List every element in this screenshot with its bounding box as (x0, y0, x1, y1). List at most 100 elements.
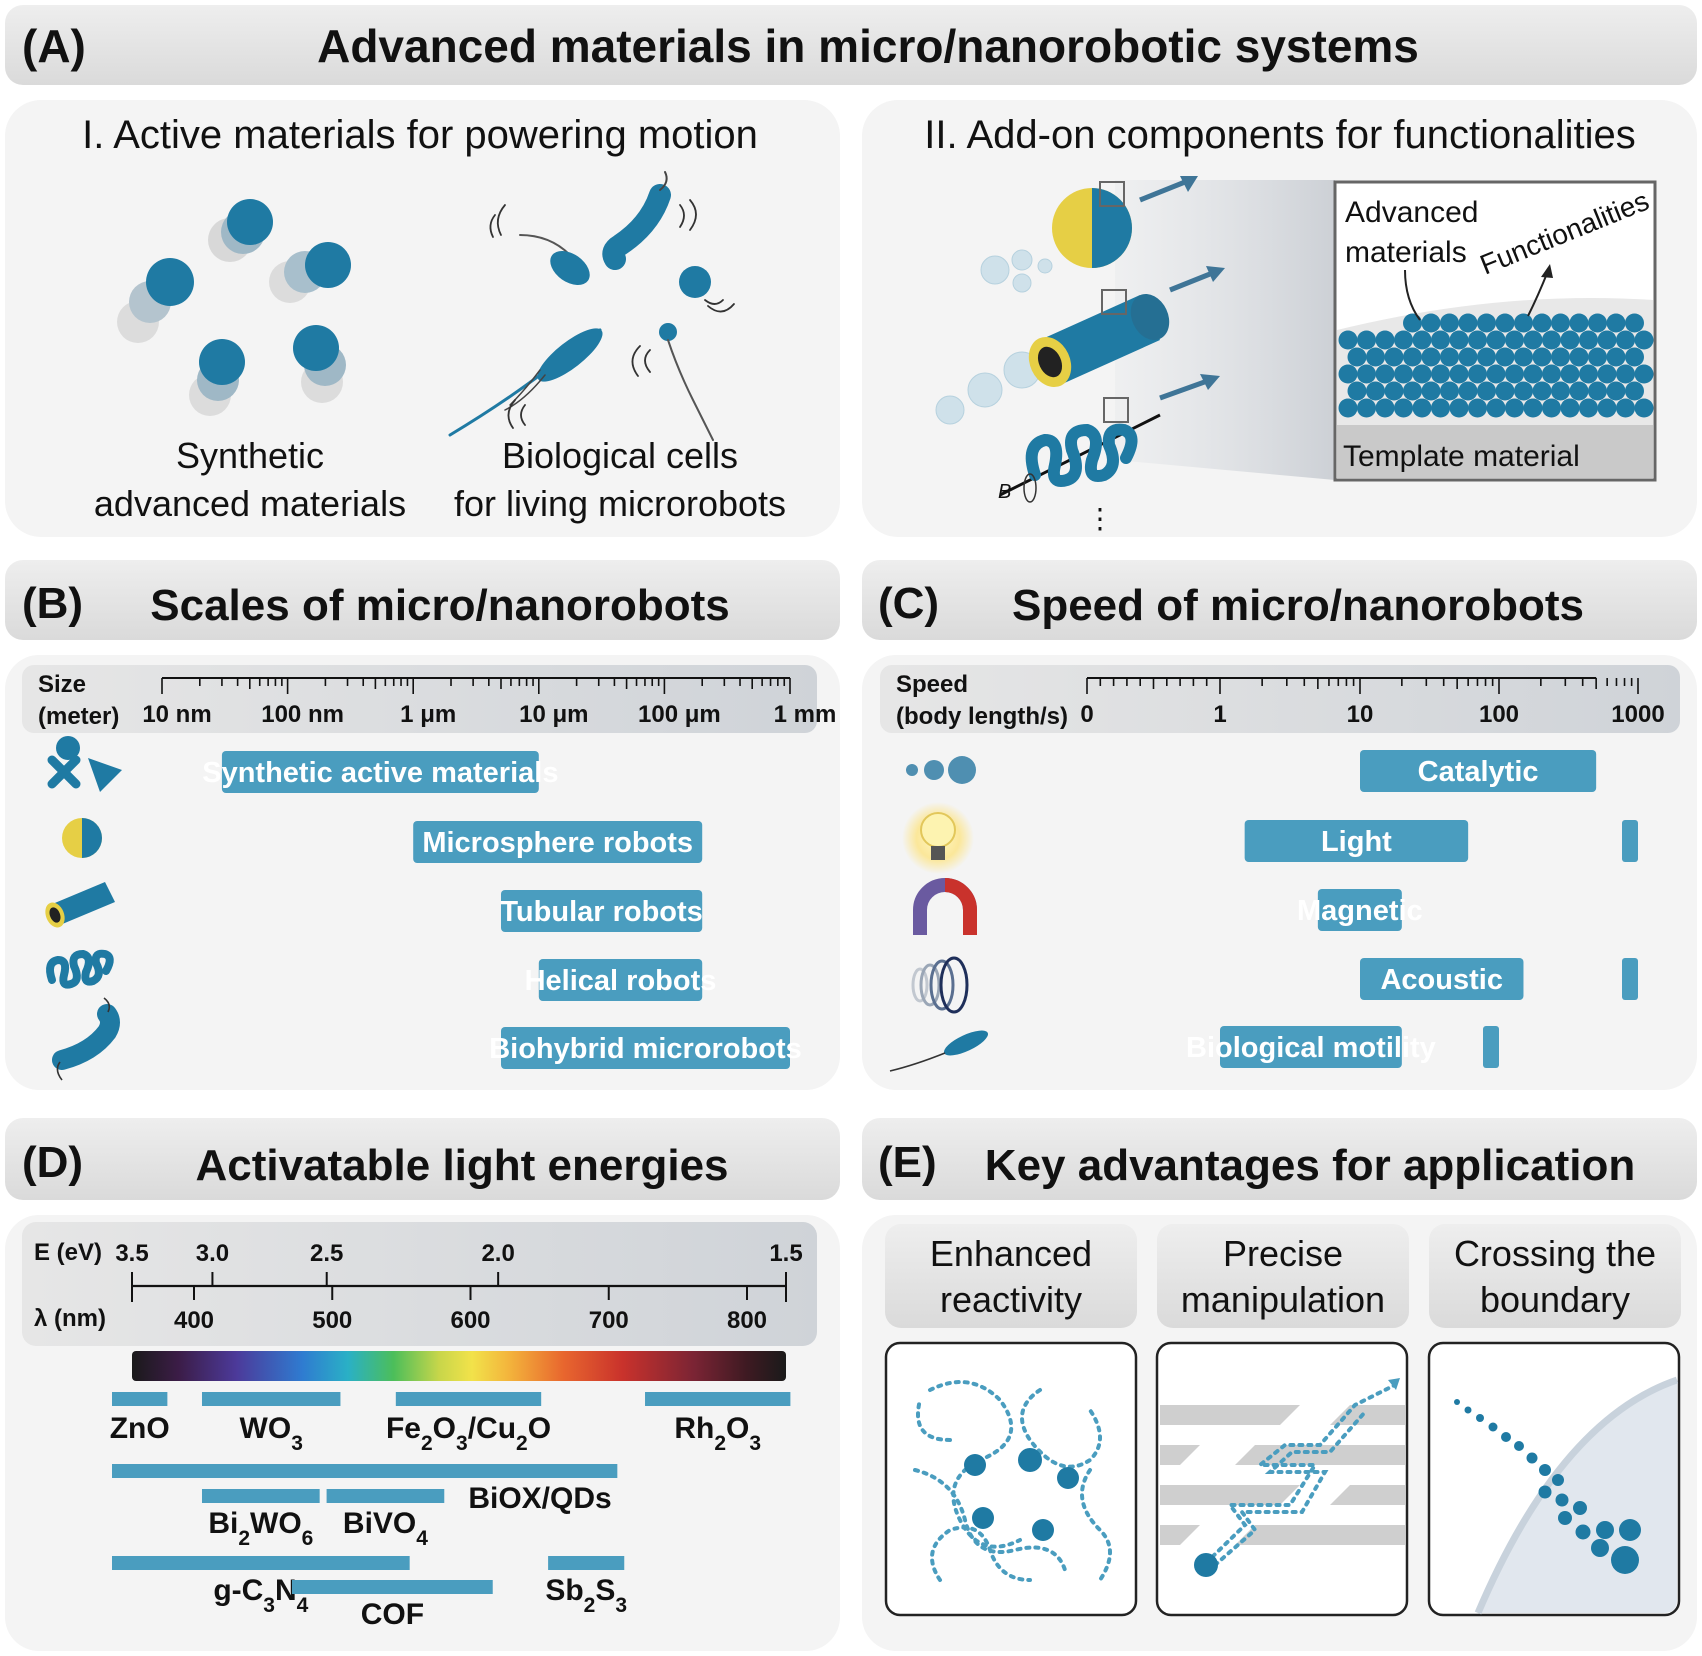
synthetic-label-2: advanced materials (94, 483, 406, 524)
inset-particle-7 (1468, 398, 1487, 418)
speed-tick-label-4: 1000 (1611, 701, 1664, 728)
inset-particle-0 (1338, 398, 1358, 418)
reactivity-illustration (884, 1341, 1138, 1617)
acoustic-waves-icon (911, 956, 969, 1014)
inset-particle-83 (1403, 313, 1422, 333)
inset-label-template: Template material (1343, 440, 1580, 473)
inset-particle-81 (1616, 330, 1635, 350)
inset-particle-52 (1384, 347, 1404, 367)
size-axis-label-1: Size (38, 671, 86, 698)
inset-particle-67 (1357, 330, 1376, 350)
inset-particle-16 (1634, 398, 1654, 418)
inset-particle-40 (1468, 364, 1487, 384)
speed-bar-label-3: Acoustic (1380, 964, 1502, 996)
material-label-3: Rh2O3 (674, 1412, 761, 1455)
inset-particle-58 (1495, 347, 1515, 367)
card-3-line-2: boundary (1480, 1279, 1630, 1320)
tubular-robot (1028, 266, 1225, 388)
size-tick-label-0: 10 nm (142, 701, 211, 728)
panel-d: (D) Activatable light energies E (eV) λ … (5, 1118, 840, 1651)
speed-bar-label-1: Light (1321, 826, 1392, 858)
inset-particle-66 (1338, 330, 1358, 350)
inset-particle-95 (1625, 313, 1644, 333)
inset-particle-3 (1394, 398, 1413, 418)
material-bar-8 (291, 1580, 493, 1594)
inset-particle-45 (1560, 364, 1580, 384)
inset-particle-62 (1569, 347, 1589, 367)
energy-tick-label-0: 3.5 (115, 1240, 148, 1267)
inset-particle-46 (1579, 364, 1598, 384)
card-3-line-1: Crossing the (1454, 1233, 1656, 1274)
panel-d-title: Activatable light energies (195, 1141, 728, 1190)
wavelength-tick-label-2: 600 (450, 1307, 490, 1334)
inset-particle-10 (1523, 398, 1543, 418)
inset-particle-20 (1403, 381, 1422, 401)
helix-icon (46, 949, 114, 989)
panel-a-right: II. Add-on components for functionalitie… (862, 100, 1697, 537)
inset-particle-53 (1403, 347, 1422, 367)
size-bar-4 (500, 1027, 790, 1069)
boundary-illustration (1427, 1341, 1681, 1617)
speed-bar-4 (1220, 1026, 1402, 1068)
speed-bar-extra-4 (1483, 1026, 1499, 1068)
inset-particle-56 (1458, 347, 1478, 367)
speed-bar-3 (1360, 958, 1524, 1000)
speed-axis-label-2: (body length/s) (896, 703, 1068, 730)
inset-particle-17 (1347, 381, 1367, 401)
inset-particle-64 (1606, 347, 1626, 367)
energy-tick-label-1: 3.0 (196, 1240, 229, 1267)
inset-particle-19 (1384, 381, 1404, 401)
speed-bar-2 (1317, 889, 1402, 931)
inset-particle-24 (1477, 381, 1496, 401)
inset-particle-87 (1477, 313, 1496, 333)
inset-particle-2 (1375, 398, 1395, 418)
wavelength-tick-label-3: 700 (589, 1307, 629, 1334)
inset-particle-36 (1394, 364, 1413, 384)
material-label-5: Bi2WO6 (208, 1507, 313, 1550)
inset-label-advanced: Advanced (1345, 196, 1478, 229)
card-1-line-1: Enhanced (930, 1233, 1092, 1274)
inset-particle-79 (1579, 330, 1598, 350)
size-tick-label-1: 100 nm (261, 701, 344, 728)
inset-particle-12 (1560, 398, 1580, 418)
size-bar-3 (538, 959, 703, 1001)
panel-b-label: (B) (22, 579, 83, 628)
zoom-wedge (1115, 180, 1335, 480)
inset-particle-35 (1375, 364, 1395, 384)
inset-particle-41 (1486, 364, 1506, 384)
size-bar-label-4: Biohybrid microrobots (489, 1033, 802, 1065)
size-bar-label-2: Tubular robots (500, 896, 702, 928)
inset-particle-43 (1523, 364, 1543, 384)
size-bar-label-1: Microsphere robots (422, 827, 693, 859)
panel-c: (C) Speed of micro/nanorobots Speed (bod… (862, 560, 1697, 1090)
inset-particle-86 (1458, 313, 1478, 333)
bubble-trail (935, 249, 1053, 425)
inset-particle-layer (1338, 313, 1654, 418)
material-bar-7 (112, 1556, 410, 1570)
inset-particle-61 (1551, 347, 1570, 367)
wavelength-tick-label-4: 800 (727, 1307, 767, 1334)
inset-particle-4 (1412, 398, 1432, 418)
material-bar-3 (645, 1392, 791, 1406)
speed-bar-1 (1244, 820, 1469, 862)
janus-sphere (1052, 176, 1198, 268)
inset-particle-75 (1505, 330, 1524, 350)
inset-label-materials: materials (1345, 236, 1467, 269)
inset-particle-15 (1616, 398, 1635, 418)
inset-particle-84 (1421, 313, 1441, 333)
material-label-6: BiVO4 (343, 1507, 428, 1550)
bio-label-2: for living microrobots (454, 483, 786, 524)
speed-bar-extra-1 (1622, 820, 1638, 862)
material-label-8: COF (361, 1598, 424, 1631)
inset-particle-28 (1551, 381, 1570, 401)
inset-particle-89 (1514, 313, 1533, 333)
panel-c-label: (C) (878, 579, 939, 628)
wavelength-tick-label-0: 400 (174, 1307, 214, 1334)
light-bulb-icon (902, 802, 974, 874)
energy-axis-label: E (eV) (34, 1239, 102, 1266)
inset-particle-47 (1597, 364, 1617, 384)
inset-particle-65 (1625, 347, 1644, 367)
helical-robot: B ⋮ (998, 374, 1220, 535)
inset-particle-69 (1394, 330, 1413, 350)
